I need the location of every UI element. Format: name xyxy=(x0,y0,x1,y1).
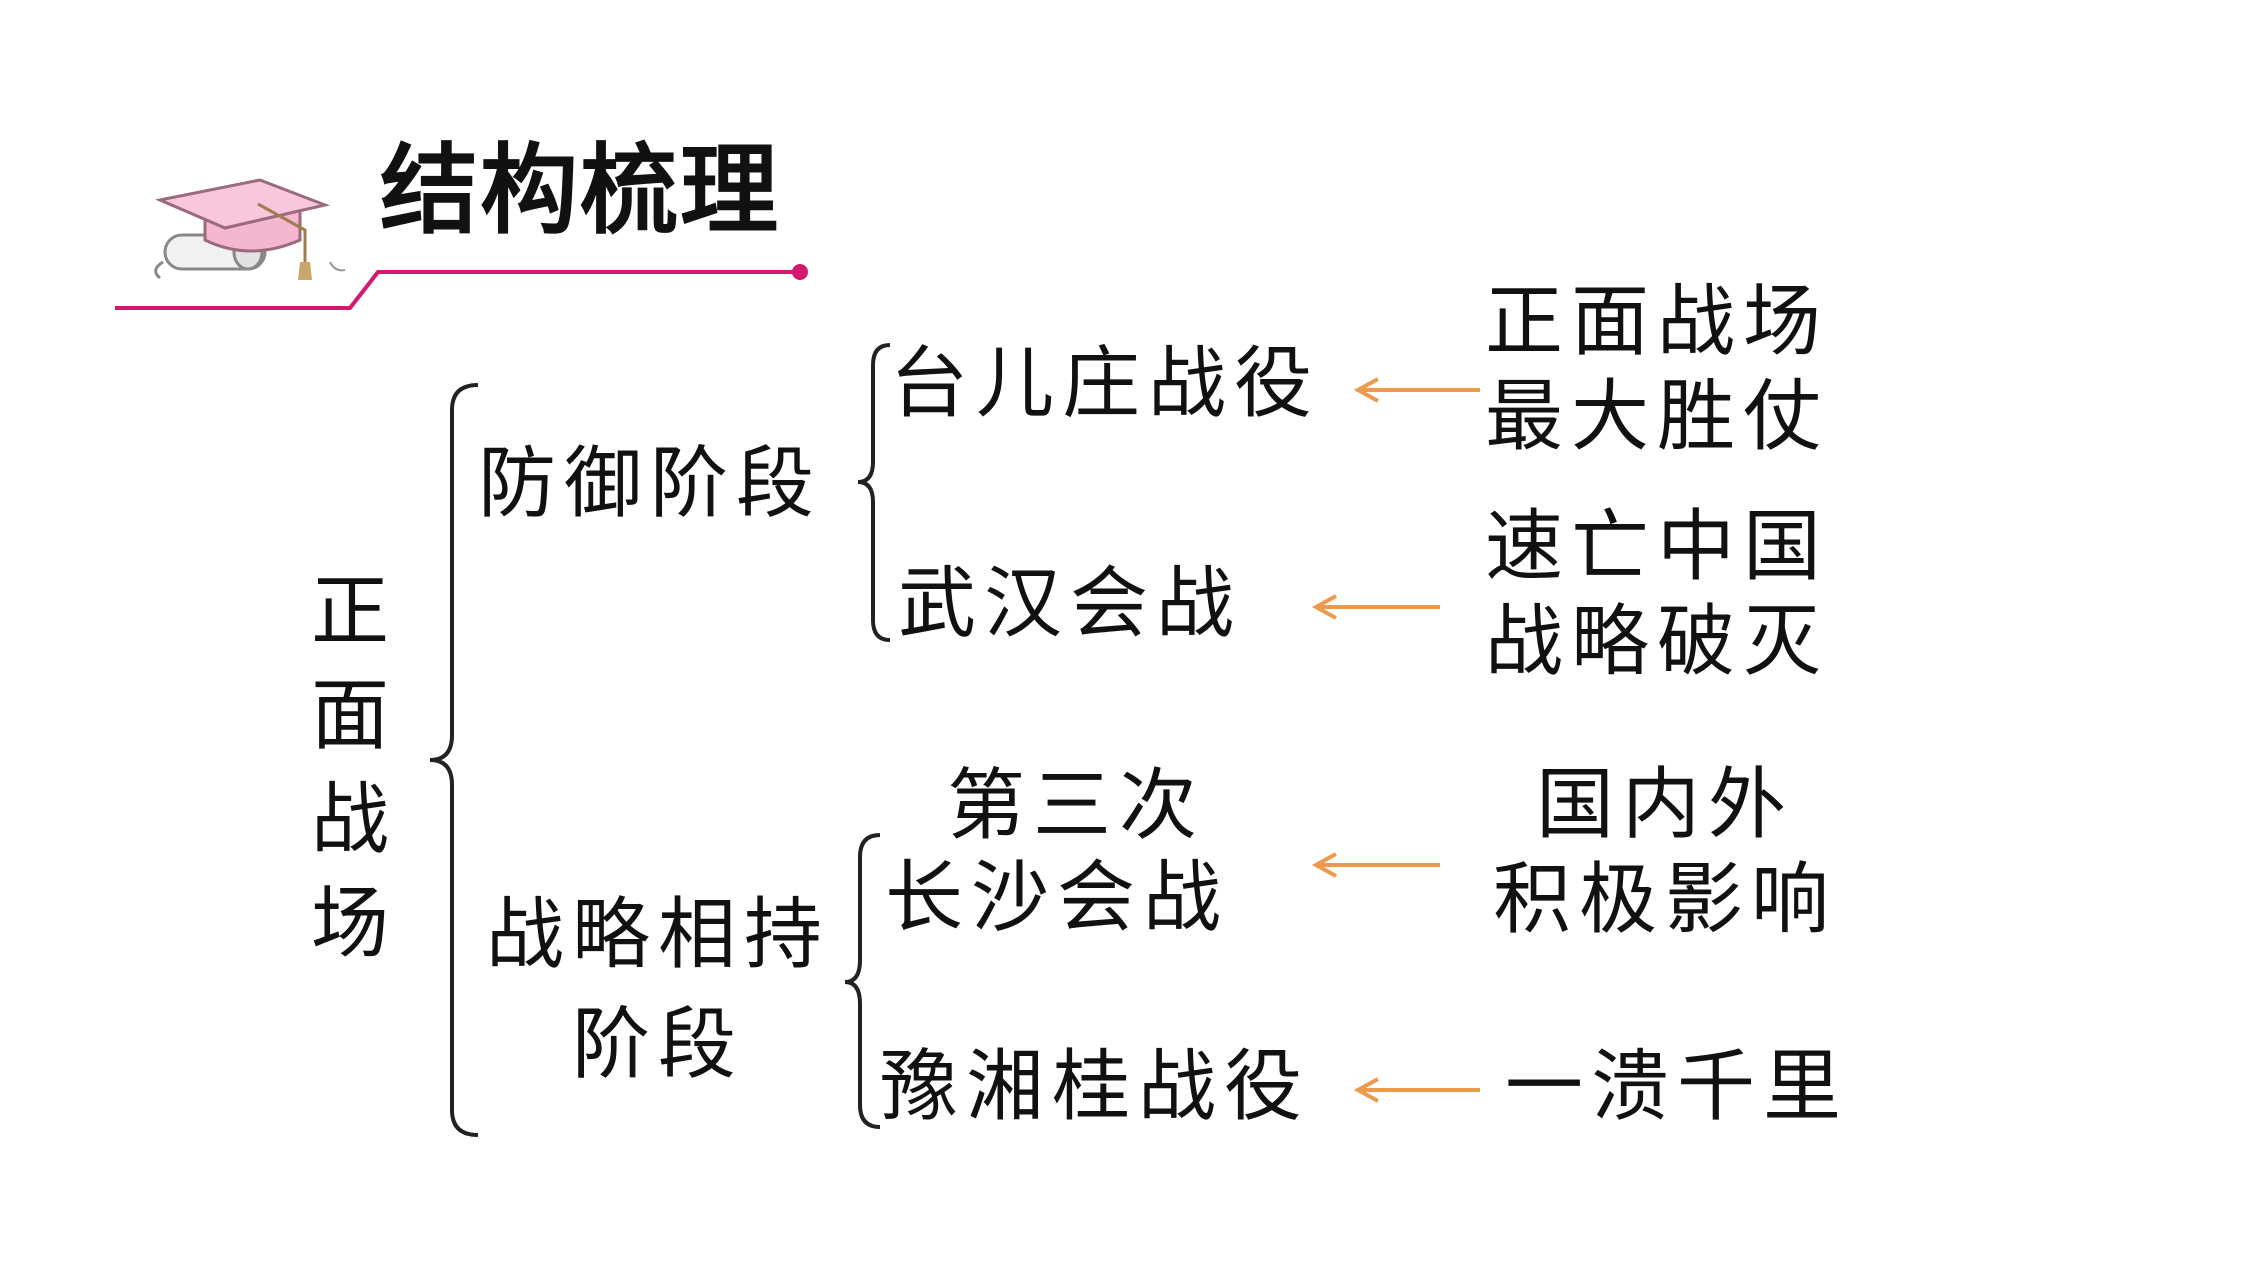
root-brace xyxy=(429,383,479,1137)
significance-wuhan: 速亡中国 战略破灭 xyxy=(1485,500,1829,690)
defense-brace xyxy=(857,343,891,642)
battle-changsha-line: 长沙会战 xyxy=(885,853,1230,943)
root-char: 战 xyxy=(310,775,389,865)
battle-changsha-line: 第三次 xyxy=(947,761,1206,851)
stage-stalemate-line: 战略相持 xyxy=(485,890,830,980)
graduation-cap-icon xyxy=(154,178,346,280)
significance-line: 国内外 xyxy=(1535,760,1794,850)
stage-stalemate-label: 战略相持 阶段 xyxy=(478,880,838,1100)
page-title: 结构梳理 xyxy=(380,134,781,248)
stage-stalemate-line: 阶段 xyxy=(571,1000,744,1090)
significance-line: 正面战场 xyxy=(1485,277,1830,367)
arrow-1 xyxy=(1353,377,1480,403)
significance-line: 积极影响 xyxy=(1492,855,1837,945)
stage-defense-label: 防御阶段 xyxy=(478,439,823,529)
battle-taierzhuang: 台儿庄战役 xyxy=(890,339,1321,429)
significance-taierzhuang: 正面战场 最大胜仗 xyxy=(1485,275,1829,465)
significance-yuxianggui: 一溃千里 xyxy=(1505,1042,1850,1132)
battle-yuxianggui: 豫湘桂战役 xyxy=(880,1042,1311,1132)
arrow-3 xyxy=(1311,852,1440,878)
battle-changsha: 第三次 长沙会战 xyxy=(885,760,1245,944)
significance-line: 最大胜仗 xyxy=(1485,372,1830,462)
battle-wuhan: 武汉会战 xyxy=(898,559,1243,649)
root-char: 正 xyxy=(310,567,389,657)
root-char: 场 xyxy=(310,879,389,969)
stalemate-brace xyxy=(844,833,881,1129)
significance-line: 战略破灭 xyxy=(1485,597,1830,687)
root-label: 正 面 战 场 xyxy=(305,560,395,976)
significance-line: 速亡中国 xyxy=(1485,502,1830,592)
significance-changsha: 国内外 积极影响 xyxy=(1485,758,1845,948)
arrow-2 xyxy=(1311,594,1440,620)
root-char: 面 xyxy=(310,671,389,761)
arrow-4 xyxy=(1353,1077,1480,1103)
title-underline xyxy=(115,264,808,310)
